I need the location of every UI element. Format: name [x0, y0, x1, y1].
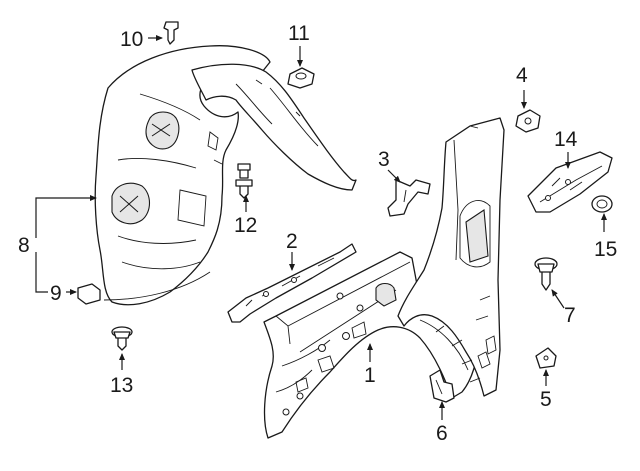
- callout-2: 2: [286, 230, 298, 253]
- leader-lines: [35, 35, 607, 420]
- clip-part-9: [77, 283, 101, 305]
- callout-8: 8: [18, 234, 30, 257]
- callout-labels: 10 11 4 3 14 12 2 8 15 9 7 13 1 5 6: [18, 22, 617, 445]
- bolt-part-7: [534, 257, 558, 291]
- bracket-part-5: [535, 347, 557, 369]
- clip-part-4: [515, 109, 541, 133]
- bracket-part-6: [429, 369, 455, 403]
- fender-liner-part: [94, 45, 357, 306]
- callout-9: 9: [50, 282, 62, 305]
- callout-15: 15: [594, 238, 617, 261]
- nut-part-11: [287, 67, 315, 89]
- bracket-part-3: [387, 179, 431, 217]
- callout-7: 7: [564, 304, 576, 327]
- callout-6: 6: [436, 422, 448, 445]
- callout-11: 11: [288, 22, 310, 45]
- callout-13: 13: [110, 374, 133, 397]
- bolt-part-13: [111, 326, 133, 351]
- callout-5: 5: [540, 388, 552, 411]
- callout-4: 4: [516, 64, 528, 87]
- callout-12: 12: [234, 214, 257, 237]
- callout-3: 3: [378, 148, 390, 171]
- grommet-part-15: [591, 195, 613, 213]
- callout-1: 1: [364, 364, 376, 387]
- callout-10: 10: [120, 28, 143, 51]
- push-pin-part-10: [163, 21, 179, 45]
- callout-14: 14: [554, 128, 578, 151]
- bolt-part-12: [235, 163, 253, 199]
- rail-reinforcement-part: [227, 243, 357, 323]
- fender-panel-part: [397, 117, 505, 397]
